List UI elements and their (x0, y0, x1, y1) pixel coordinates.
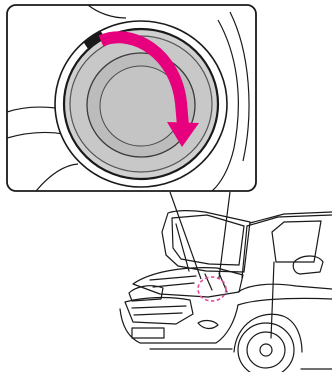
front-tire (238, 323, 294, 372)
wheel-hub (260, 344, 272, 356)
open-hood (162, 211, 250, 272)
grille-slat-1 (132, 306, 186, 308)
side-mirror (293, 256, 323, 274)
ground-line (150, 349, 332, 369)
license-plate (132, 328, 164, 338)
engine-detail-1 (150, 276, 196, 280)
front-fender (238, 284, 332, 292)
fog-light (198, 321, 218, 329)
grille-slat-2 (134, 313, 182, 315)
engine-detail-3 (205, 274, 212, 290)
front-rim (247, 332, 285, 368)
front-bumper (120, 305, 238, 343)
body-side-line (238, 298, 332, 305)
cap-detail-callout (7, 5, 256, 191)
hood-inner-panel (172, 215, 244, 265)
front-grille (125, 298, 193, 324)
hood-prop-rod (176, 224, 189, 271)
